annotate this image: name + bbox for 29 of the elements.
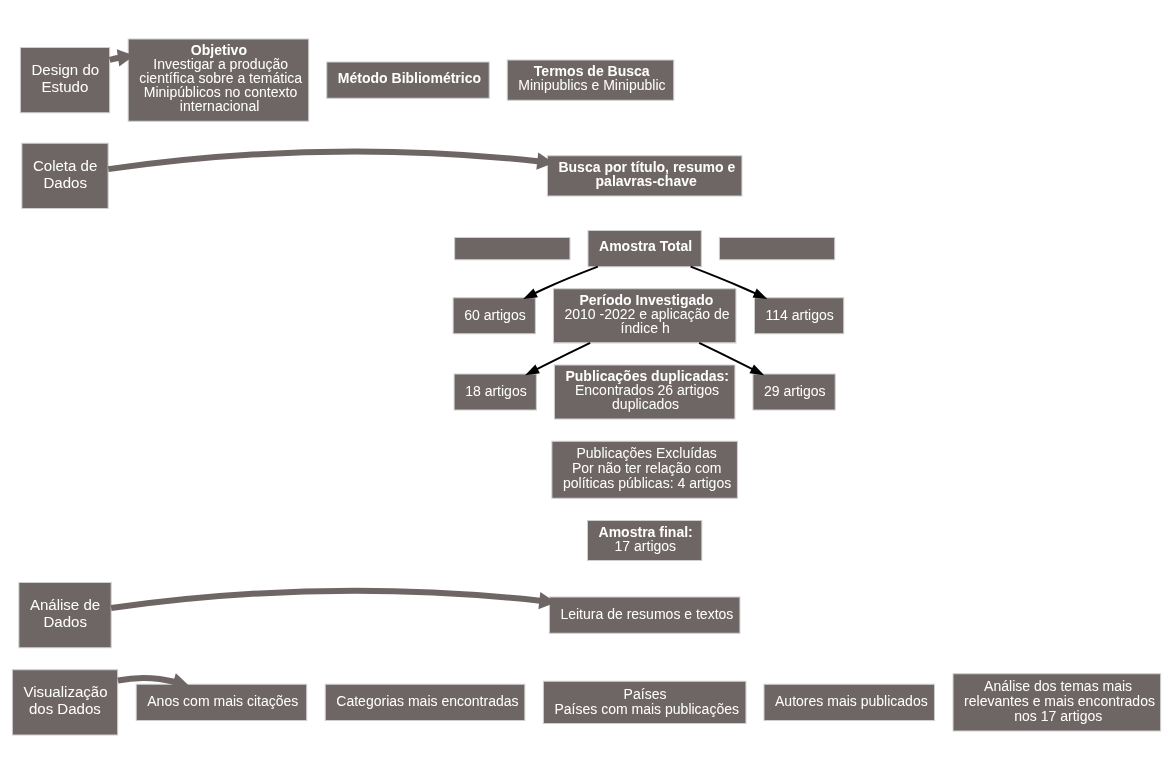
node-box xyxy=(718,236,836,260)
node-box: Objetivo Investigar a produção científica sobre a temática Minipúblicos no contexto internacional xyxy=(127,38,310,122)
node-box: Visualização dos Dados xyxy=(11,668,119,735)
node-box: Termos de Busca Minipublics e Minipublic xyxy=(506,59,675,101)
node-box: Leitura de resumos e textos xyxy=(548,596,741,634)
node-box: Método Bibliométrico xyxy=(326,61,490,99)
node-box: Busca por título, resumo e palavras-chave xyxy=(546,154,743,196)
arrow xyxy=(523,265,599,299)
node-box: 18 artigos xyxy=(453,372,537,411)
node-box: Período Investigado 2010 -2022 e aplicação de índice h xyxy=(552,287,737,343)
arrow xyxy=(698,341,765,375)
node-box: 60 artigos xyxy=(452,296,536,334)
node-box: Anos com mais citações xyxy=(135,683,308,721)
node-box: Categorias mais encontradas xyxy=(324,683,526,721)
arrow xyxy=(525,341,591,375)
node-box: Amostra final: 17 artigos xyxy=(587,519,703,561)
node-box: Autores mais publicados xyxy=(763,683,935,721)
node-box: Análise de Dados xyxy=(18,581,112,648)
node-box: Amostra Total xyxy=(587,229,702,267)
node-box: 29 artigos xyxy=(752,372,836,411)
node-box: Publicações Excluídas Por não ter relação com políticas públicas: 4 artigos xyxy=(551,440,738,499)
node-box: Análise dos temas mais relevantes e mais encontrados nos 17 artigos xyxy=(952,672,1162,731)
node-box: Publicações duplicadas: Encontrados 26 artigos duplicados xyxy=(553,363,736,420)
node-box: Coleta de Dados xyxy=(21,142,109,209)
arrow xyxy=(690,265,768,299)
node-box xyxy=(454,236,571,260)
node-box: Países Países com mais publicações xyxy=(542,680,747,724)
node-box: Design do Estudo xyxy=(19,46,111,113)
node-box: 114 artigos xyxy=(754,296,845,334)
